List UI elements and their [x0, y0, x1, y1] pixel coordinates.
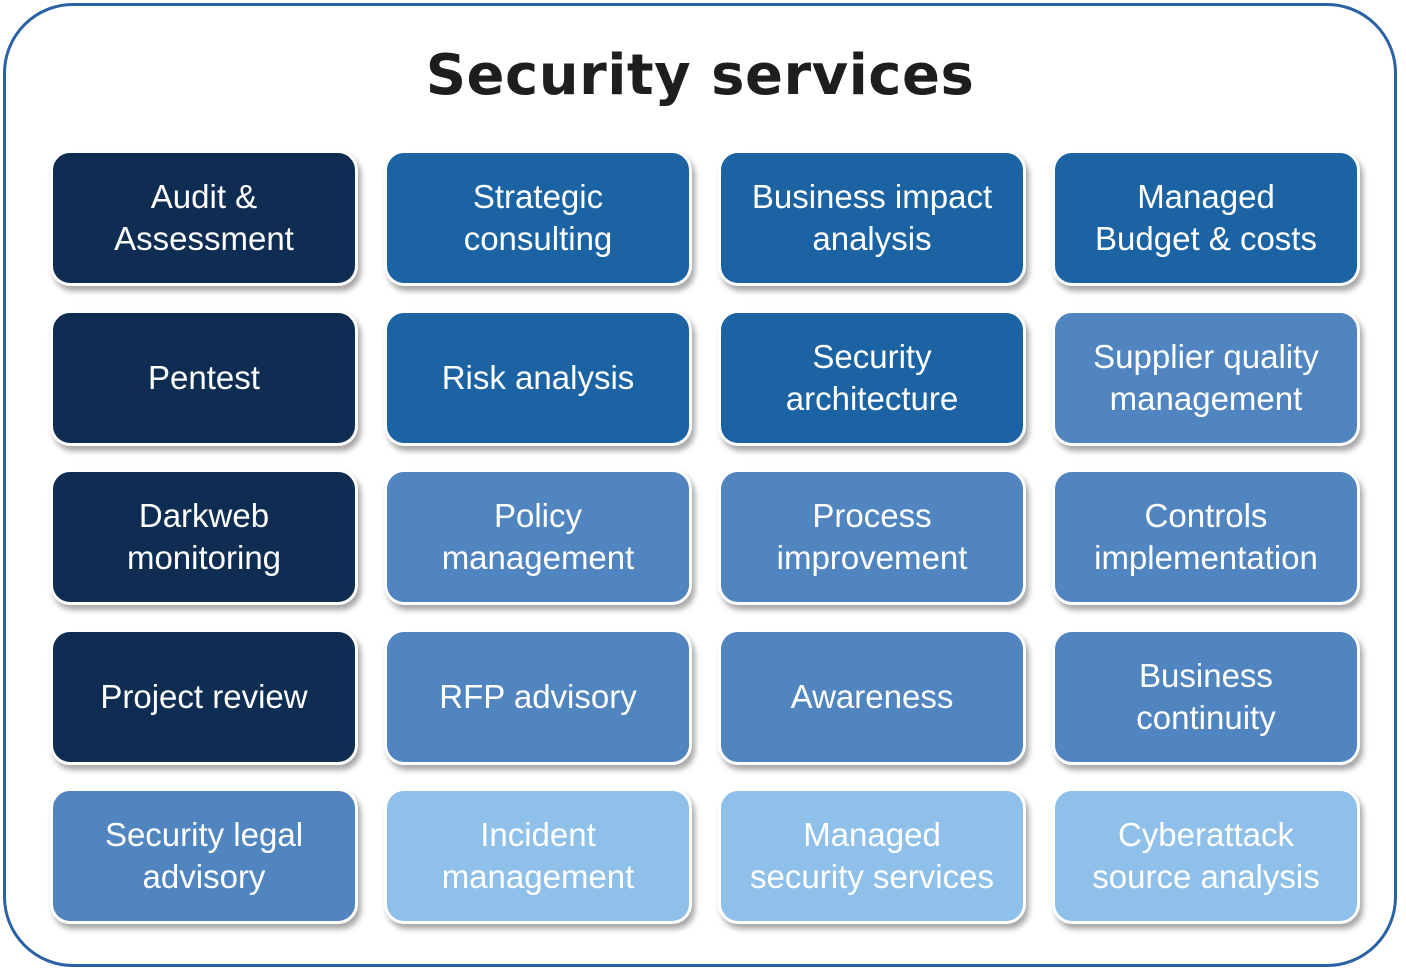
tile-risk-analysis: Risk analysis: [384, 309, 692, 446]
tile-pentest: Pentest: [50, 309, 358, 446]
diagram-title: Security services: [425, 43, 975, 108]
tile-project-review: Project review: [50, 628, 358, 765]
tile-awareness: Awareness: [718, 628, 1026, 765]
tile-audit-assessment: Audit &Assessment: [50, 150, 358, 286]
tile-rfp-advisory: RFP advisory: [384, 628, 692, 765]
